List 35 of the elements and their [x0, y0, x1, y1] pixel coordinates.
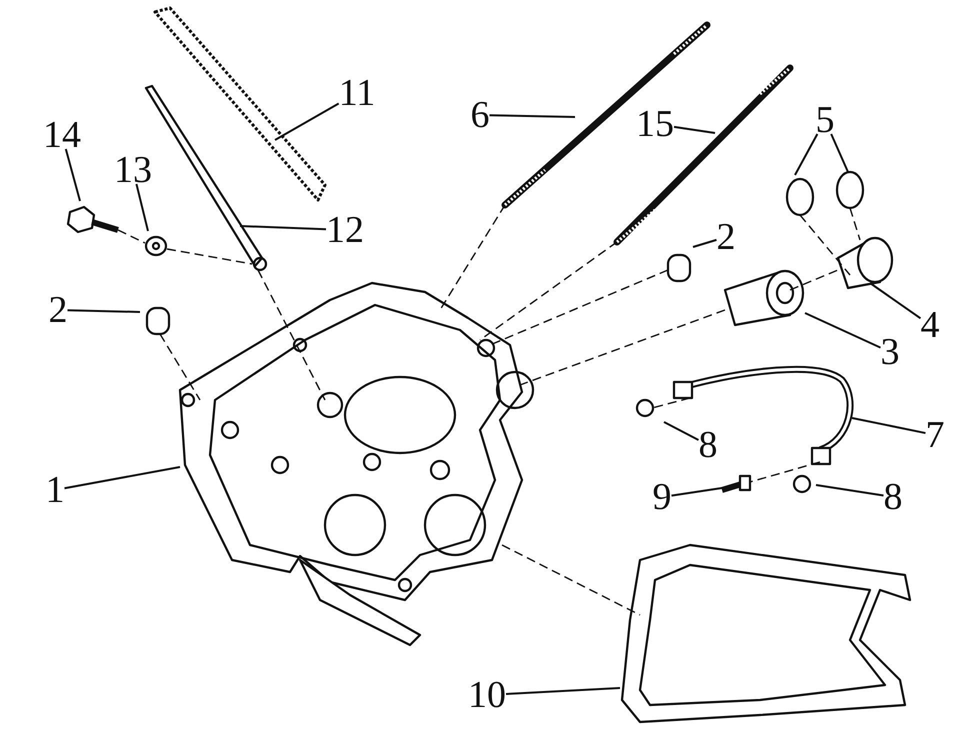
leader-line: [64, 148, 81, 202]
callout-number: 8: [698, 425, 718, 465]
callout-number: 1: [46, 470, 64, 510]
callout-number: 14: [43, 115, 81, 155]
leader-line: [240, 225, 326, 230]
callout-number: 12: [326, 210, 364, 250]
leader-line: [869, 282, 922, 320]
callout-number: 5: [816, 100, 834, 140]
callout-number: 2: [48, 290, 68, 330]
callout-number: 7: [926, 415, 944, 455]
leader-line: [852, 417, 926, 434]
leader-line: [692, 238, 717, 248]
leader-line: [64, 466, 180, 490]
callout-number: 8: [884, 477, 902, 517]
leader-line: [794, 134, 818, 176]
leader-line: [664, 421, 699, 441]
leader-line: [489, 114, 576, 118]
leader-line: [830, 134, 849, 172]
leader-line: [816, 484, 884, 496]
callout-number: 3: [880, 332, 900, 372]
leader-line: [135, 184, 149, 232]
callout-number: 10: [468, 675, 506, 715]
callout-number: 9: [652, 477, 672, 517]
callout-number: 13: [114, 150, 152, 190]
callout-number: 4: [920, 305, 940, 345]
callout-number: 6: [470, 95, 490, 135]
leader-line: [671, 487, 722, 497]
callout-number: 11: [338, 73, 376, 113]
leader-line: [67, 309, 140, 313]
leader-line: [674, 126, 716, 134]
leader-line: [274, 102, 340, 141]
leader-line: [506, 687, 620, 695]
callout-number: 2: [716, 217, 736, 257]
leader-line: [804, 312, 881, 349]
callout-number: 15: [636, 104, 674, 144]
